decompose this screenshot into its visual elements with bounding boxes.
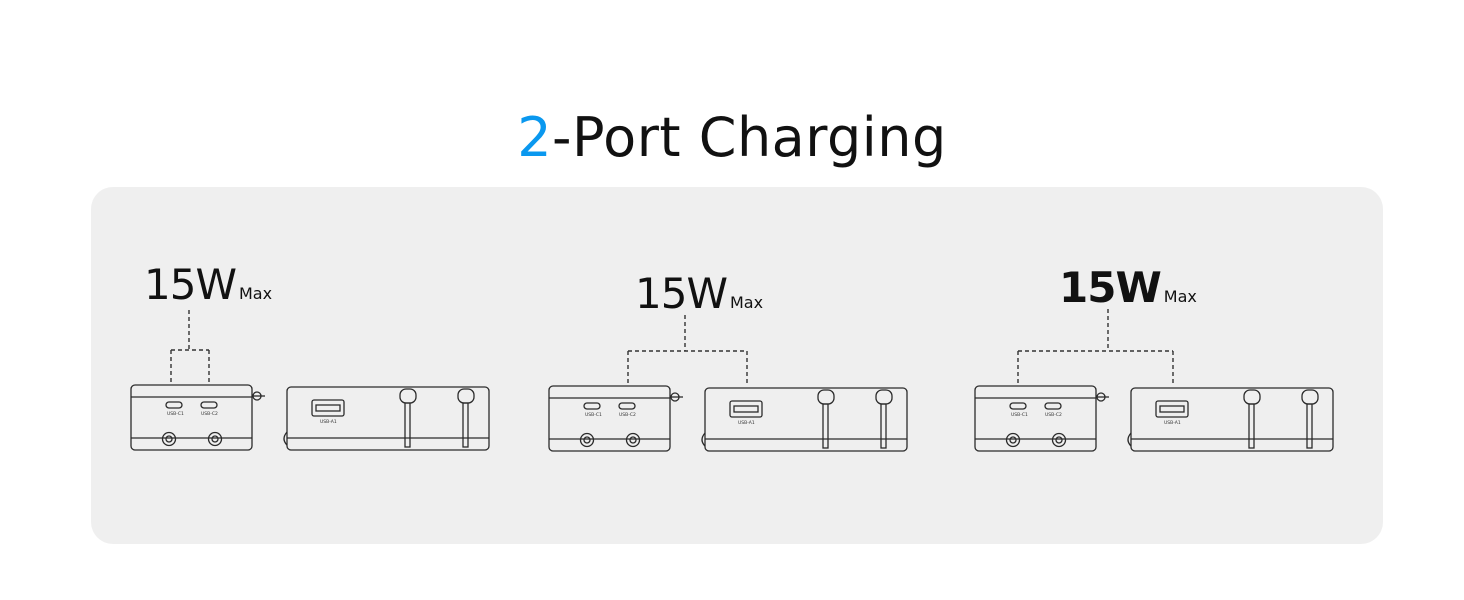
usb-a-port-icon [729,400,763,418]
port-label-c2: USB-C2 [619,412,636,418]
watt-value: 15W [1059,263,1162,312]
usb-c-port-icon [165,401,183,409]
port-label-a1: USB-A1 [738,420,755,426]
charger-side-view: USB-A1 [701,387,908,452]
port-label-a1: USB-A1 [320,419,337,425]
port-label-c1: USB-C1 [585,412,602,418]
charger-side-view: USB-A1 [1127,387,1334,452]
usb-c-port-icon [618,402,636,410]
title-number: 2 [517,106,553,169]
charger-front-view: USB-C1 USB-C2 [974,385,1109,452]
port-label-c1: USB-C1 [167,411,184,417]
port-label-a1: USB-A1 [1164,420,1181,426]
device-illustration: USB-C1 USB-C2 USB-A1 [548,315,908,452]
port-label-c2: USB-C2 [1045,412,1062,418]
charger-side-view: USB-A1 [283,386,490,451]
usb-a-port-icon [1155,400,1189,418]
watt-unit: Max [1163,287,1197,306]
usb-c-port-icon [200,401,218,409]
watt-value: 15W [635,269,728,318]
usb-c-port-icon [583,402,601,410]
usb-c-port-icon [1044,402,1062,410]
title-text: -Port Charging [552,106,947,169]
charger-front-view: USB-C1 USB-C2 [548,385,683,452]
watt-value: 15W [144,260,237,309]
device-illustration: USB-C1 USB-C2 USB-A1 [974,309,1334,452]
usb-a-port-icon [311,399,345,417]
watt-unit: Max [238,284,273,303]
watt-unit: Max [729,293,764,312]
charger-front-view: USB-C1 USB-C2 [130,384,265,451]
port-label-c2: USB-C2 [201,411,218,417]
port-label-c1: USB-C1 [1011,412,1028,418]
usb-c-port-icon [1009,402,1027,410]
device-illustration: USB-C1 USB-C2 USB-A1 [130,310,490,451]
page-title: 2-Port Charging [0,98,1464,178]
